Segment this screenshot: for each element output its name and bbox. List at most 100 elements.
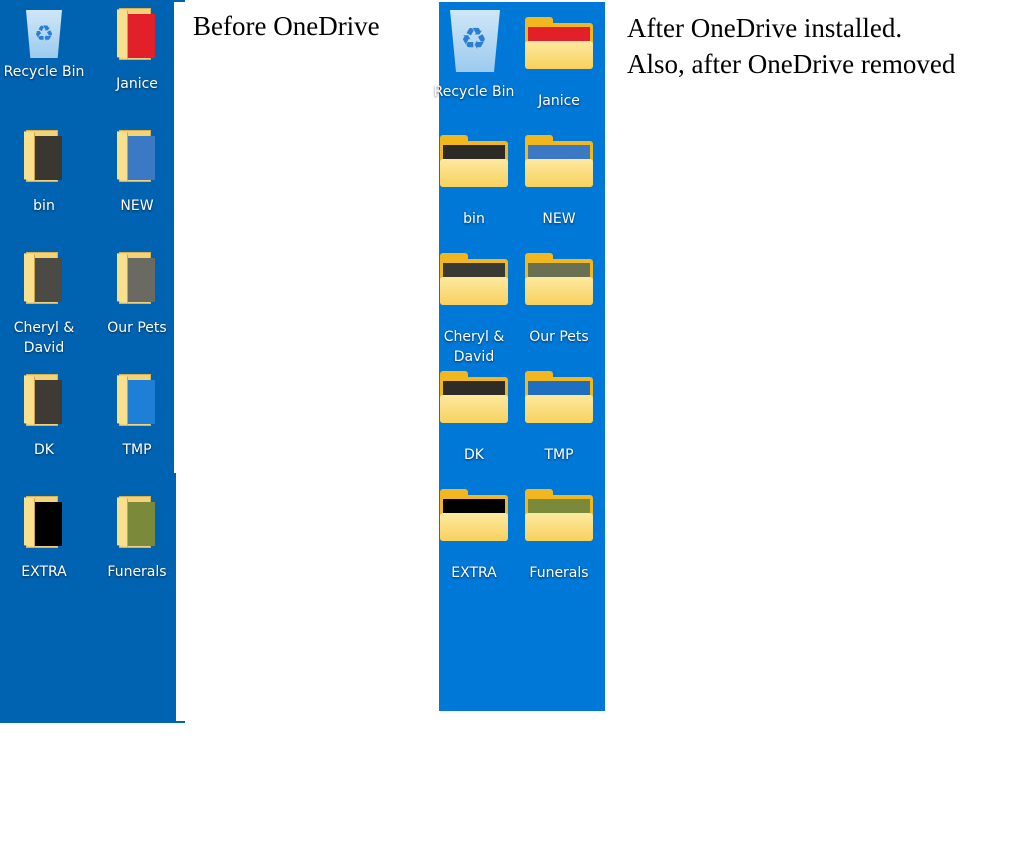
- folder-tab: [525, 135, 553, 145]
- folder-thumbnail: [127, 258, 155, 302]
- folder-flap: [117, 9, 128, 59]
- desktop-icon-bin[interactable]: bin: [429, 126, 519, 229]
- folder-tab: [525, 253, 553, 263]
- folder-icon: [440, 135, 508, 187]
- desktop-icon-recycle-bin[interactable]: ♻ Recycle Bin: [429, 8, 519, 102]
- desktop-icon-label: Janice: [116, 76, 158, 92]
- folder-tab: [440, 489, 468, 499]
- caption-after: After OneDrive installed. Also, after On…: [627, 10, 955, 82]
- folder-icon: [440, 489, 508, 541]
- divider: [174, 0, 185, 2]
- desktop-icon-label: DK: [464, 447, 484, 463]
- desktop-icon-label: EXTRA: [451, 565, 497, 581]
- recycle-bin-icon: ♻: [22, 8, 66, 62]
- folder-flap: [117, 253, 128, 303]
- folder-flap: [117, 375, 128, 425]
- desktop-icon-label: Cheryl & David: [443, 329, 505, 365]
- folder-icon: [525, 371, 593, 423]
- desktop-icon-dk[interactable]: DK: [429, 362, 519, 465]
- folder-icon: [115, 252, 159, 306]
- bin-body: [26, 10, 62, 58]
- folder-icon: [22, 496, 66, 550]
- desktop-icon-extra[interactable]: EXTRA: [429, 480, 519, 583]
- folder-icon: [22, 374, 66, 428]
- desktop-icon-tmp[interactable]: TMP: [92, 374, 182, 460]
- folder-front: [525, 513, 593, 541]
- folder-flap: [117, 497, 128, 547]
- folder-icon: [525, 489, 593, 541]
- desktop-icon-our-pets[interactable]: Our Pets: [92, 252, 182, 338]
- folder-thumbnail: [34, 502, 62, 546]
- folder-flap: [24, 497, 35, 547]
- caption-after-line2: Also, after OneDrive removed: [627, 49, 956, 79]
- bin-body: [450, 10, 500, 72]
- folder-front: [440, 159, 508, 187]
- folder-thumbnail: [127, 502, 155, 546]
- folder-tab: [525, 489, 553, 499]
- desktop-icon-label: bin: [463, 211, 485, 227]
- folder-thumbnail: [34, 258, 62, 302]
- folder-tab: [440, 135, 468, 145]
- desktop-icon-tmp[interactable]: TMP: [514, 362, 604, 465]
- desktop-after: [439, 2, 605, 711]
- desktop-icon-funerals[interactable]: Funerals: [514, 480, 604, 583]
- folder-front: [525, 277, 593, 305]
- folder-icon: [440, 253, 508, 305]
- folder-flap: [24, 375, 35, 425]
- folder-thumbnail: [127, 136, 155, 180]
- folder-tab: [525, 17, 553, 27]
- desktop-icon-janice[interactable]: Janice: [514, 8, 604, 111]
- folder-flap: [117, 131, 128, 181]
- folder-front: [525, 159, 593, 187]
- desktop-icon-dk[interactable]: DK: [0, 374, 89, 460]
- folder-icon: [115, 374, 159, 428]
- desktop-icon-cheryl-david[interactable]: Cheryl & David: [0, 252, 89, 358]
- desktop-icon-label: NEW: [542, 211, 576, 227]
- desktop-icon-label: Recycle Bin: [3, 64, 85, 80]
- folder-thumbnail: [127, 380, 155, 424]
- desktop-icon-new[interactable]: NEW: [92, 130, 182, 216]
- folder-thumbnail: [127, 14, 155, 58]
- caption-after-line1: After OneDrive installed.: [627, 13, 903, 43]
- desktop-icon-label: Our Pets: [107, 320, 167, 336]
- desktop-icon-new[interactable]: NEW: [514, 126, 604, 229]
- desktop-icon-label: DK: [34, 442, 54, 458]
- folder-icon: [22, 130, 66, 184]
- desktop-icon-label: EXTRA: [21, 564, 67, 580]
- desktop-icon-label: Recycle Bin: [433, 84, 515, 100]
- desktop-icon-bin[interactable]: bin: [0, 130, 89, 216]
- folder-front: [525, 395, 593, 423]
- desktop-icon-label: TMP: [544, 447, 574, 463]
- desktop-icon-funerals[interactable]: Funerals: [92, 496, 182, 582]
- folder-front: [440, 513, 508, 541]
- desktop-icon-our-pets[interactable]: Our Pets: [514, 244, 604, 347]
- recycle-symbol: ♻: [34, 22, 54, 47]
- recycle-bin-icon: ♻: [444, 8, 504, 74]
- folder-tab: [440, 371, 468, 381]
- folder-flap: [24, 253, 35, 303]
- folder-flap: [24, 131, 35, 181]
- folder-front: [525, 41, 593, 69]
- desktop-icon-extra[interactable]: EXTRA: [0, 496, 89, 582]
- folder-tab: [440, 253, 468, 263]
- caption-before: Before OneDrive: [193, 11, 380, 41]
- desktop-icon-label: Our Pets: [529, 329, 589, 345]
- folder-icon: [115, 8, 159, 62]
- recycle-symbol: ♻: [460, 22, 488, 57]
- desktop-icon-label: bin: [33, 198, 55, 214]
- desktop-icon-cheryl-david[interactable]: Cheryl & David: [429, 244, 519, 367]
- folder-icon: [525, 253, 593, 305]
- folder-icon: [115, 496, 159, 550]
- desktop-icon-label: Funerals: [107, 564, 167, 580]
- folder-icon: [525, 135, 593, 187]
- divider: [176, 721, 185, 723]
- folder-thumbnail: [34, 380, 62, 424]
- desktop-icon-label: TMP: [122, 442, 152, 458]
- folder-icon: [440, 371, 508, 423]
- desktop-icon-recycle-bin[interactable]: ♻ Recycle Bin: [0, 8, 89, 82]
- desktop-icon-label: Janice: [538, 93, 580, 109]
- folder-tab: [525, 371, 553, 381]
- folder-front: [440, 277, 508, 305]
- desktop-icon-janice[interactable]: Janice: [92, 8, 182, 94]
- folder-icon: [115, 130, 159, 184]
